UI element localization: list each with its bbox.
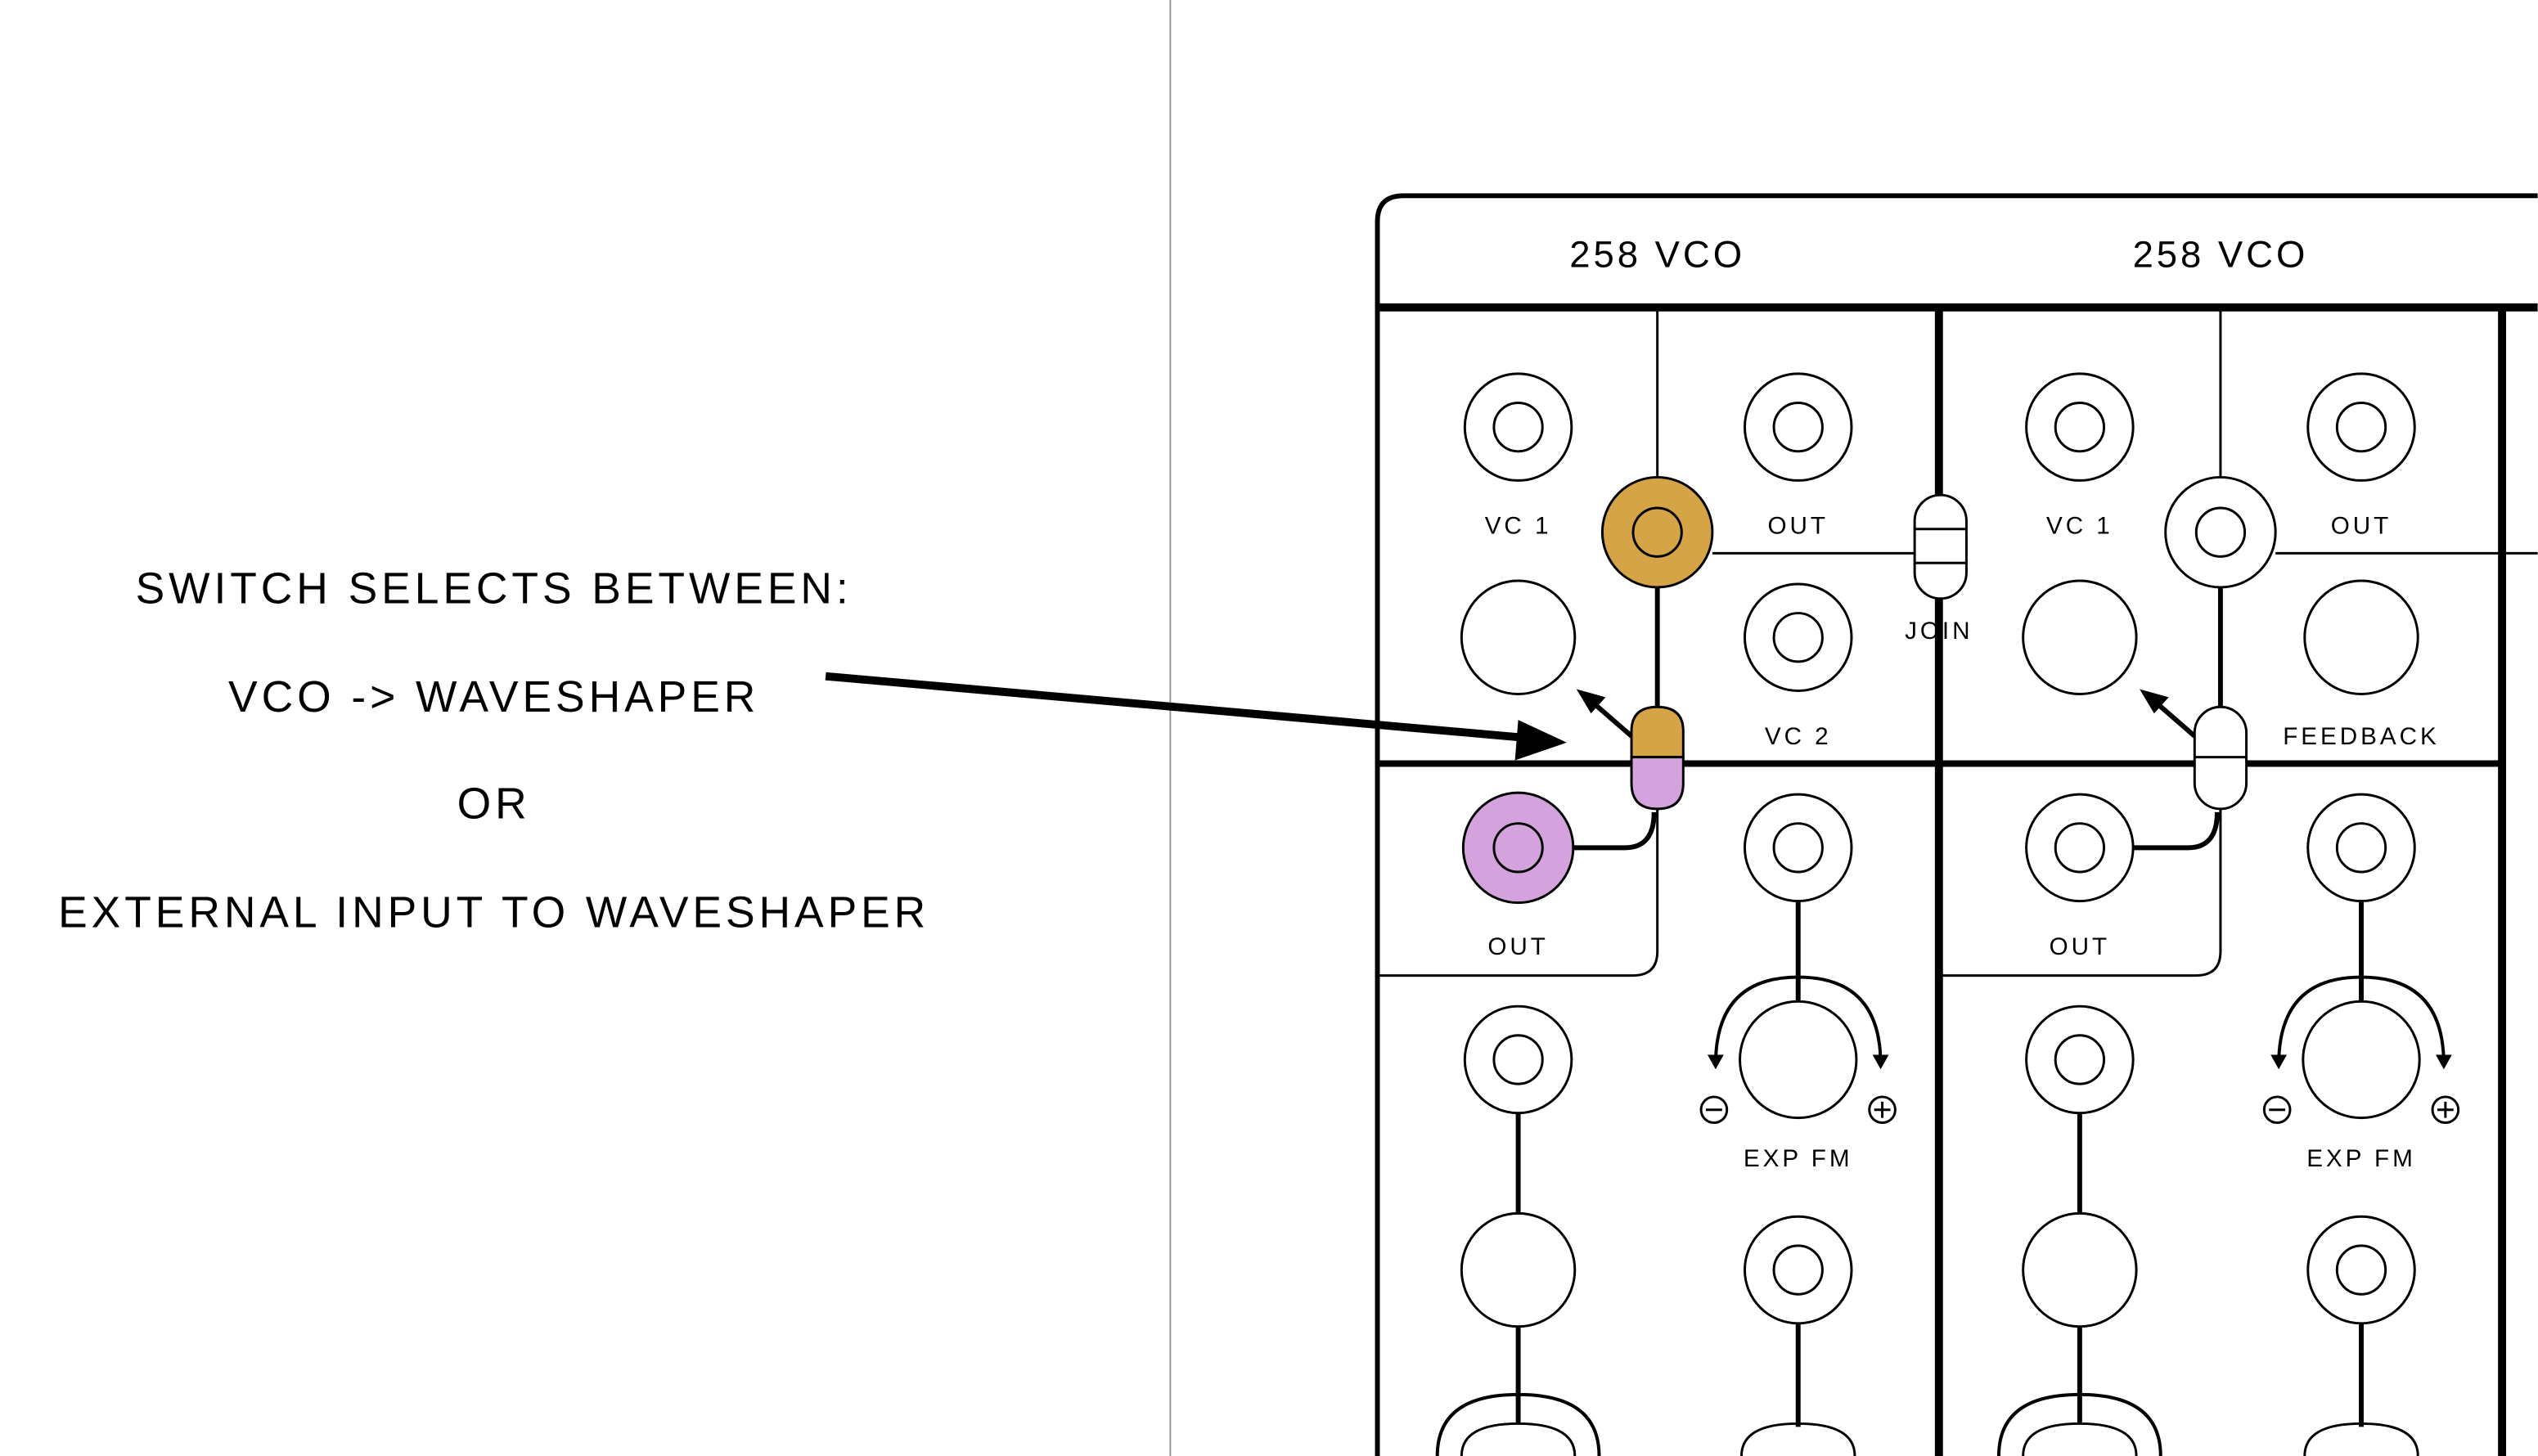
source-select-switch[interactable] bbox=[1630, 705, 1685, 811]
callout-line-1: SWITCH SELECTS BETWEEN: bbox=[136, 565, 853, 613]
left-lower-jack[interactable] bbox=[2025, 1004, 2135, 1115]
left-lower-jack[interactable] bbox=[1463, 1004, 1573, 1115]
right-lower-jack[interactable] bbox=[1743, 1215, 1853, 1325]
minus-icon bbox=[1699, 1095, 1729, 1125]
module-1-title: 258 VCO bbox=[1569, 233, 1745, 275]
vc2-jack[interactable] bbox=[1743, 582, 1853, 692]
callout-text: SWITCH SELECTS BETWEEN: VCO -> WAVESHAPE… bbox=[58, 565, 929, 937]
expfm-label: EXP FM bbox=[1744, 1145, 1853, 1172]
expfm-knob[interactable] bbox=[2302, 1000, 2421, 1120]
switch-pointer bbox=[1592, 702, 1633, 739]
callout-arrow bbox=[825, 672, 1525, 742]
callout-line-4: EXTERNAL INPUT TO WAVESHAPER bbox=[58, 888, 929, 937]
expfm-knob[interactable] bbox=[1739, 1000, 1858, 1120]
expfm-input-jack[interactable] bbox=[1743, 793, 1853, 903]
vc1-label: VC 1 bbox=[1485, 513, 1552, 540]
minus-icon bbox=[2262, 1095, 2292, 1125]
waveshaper-input-jack[interactable] bbox=[1600, 475, 1714, 589]
feedback-label: FEEDBACK bbox=[2283, 723, 2439, 750]
vc1-jack[interactable] bbox=[1463, 372, 1573, 482]
out-top-jack[interactable] bbox=[2306, 372, 2416, 482]
callout-line-2: VCO -> WAVESHAPER bbox=[228, 673, 759, 721]
module-2 bbox=[1997, 372, 2460, 1456]
join-switch[interactable] bbox=[1913, 493, 1968, 600]
feedback-knob[interactable] bbox=[2303, 579, 2419, 695]
out-low-label: OUT bbox=[2050, 933, 2110, 960]
waveshaper-input-jack[interactable] bbox=[2164, 475, 2277, 589]
right-lower-jack[interactable] bbox=[2306, 1215, 2416, 1325]
expfm-label: EXP FM bbox=[2306, 1145, 2416, 1172]
left-lower-knob[interactable] bbox=[2022, 1211, 2138, 1328]
source-select-switch[interactable] bbox=[2193, 705, 2248, 811]
empty-jack[interactable] bbox=[2022, 579, 2138, 695]
callout-line-3: OR bbox=[457, 780, 531, 829]
out-top-jack[interactable] bbox=[1743, 372, 1853, 482]
callout-arrowhead bbox=[1514, 720, 1567, 761]
out-low-jack[interactable] bbox=[1461, 791, 1575, 905]
left-lower-knob[interactable] bbox=[1460, 1211, 1577, 1328]
switch-pointer-head bbox=[1576, 689, 1606, 714]
left-bottom-arc bbox=[1435, 1392, 1601, 1456]
plus-icon bbox=[2431, 1095, 2460, 1125]
vc1-label: VC 1 bbox=[2046, 513, 2113, 540]
vc1-jack[interactable] bbox=[2025, 372, 2135, 482]
empty-jack[interactable] bbox=[1460, 579, 1577, 695]
out-top-label: OUT bbox=[1767, 513, 1828, 540]
switch-pointer bbox=[2155, 702, 2197, 739]
out-low-label: OUT bbox=[1487, 933, 1548, 960]
plus-icon bbox=[1868, 1095, 1897, 1125]
out-top-label: OUT bbox=[2331, 513, 2392, 540]
module-2-title: 258 VCO bbox=[2133, 233, 2309, 275]
join-label: JOIN bbox=[1905, 618, 1973, 645]
out-low-jack[interactable] bbox=[2025, 793, 2135, 903]
module-1 bbox=[1435, 372, 1897, 1456]
vc2-label: VC 2 bbox=[1765, 723, 1832, 750]
expfm-input-jack[interactable] bbox=[2306, 793, 2416, 903]
